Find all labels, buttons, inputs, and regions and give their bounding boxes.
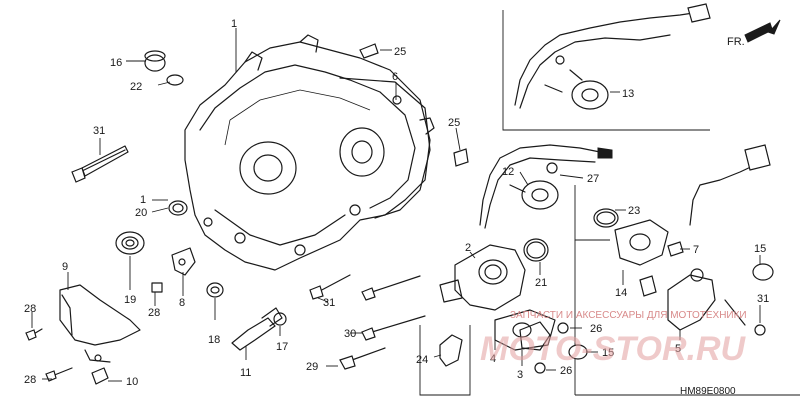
watermark-text: ЗАПЧАСТИ И АКСЕССУАРЫ ДЛЯ МОТОТЕХНИКИ: [510, 310, 747, 321]
front-direction-arrow: FR.: [727, 19, 781, 48]
callout-30: 30: [344, 328, 356, 340]
callout-15-right: 15: [754, 243, 766, 255]
callout-7: 7: [693, 244, 699, 256]
callout-13: 13: [622, 88, 634, 100]
central-parts: [309, 43, 588, 374]
callout-20: 20: [135, 207, 147, 219]
callout-27: 27: [587, 173, 599, 185]
callout-26-lower: 26: [560, 365, 572, 377]
callout-14: 14: [615, 287, 627, 299]
callout-1-left: 1: [140, 194, 146, 206]
callout-29: 29: [306, 361, 318, 373]
watermark: MOTO-STOR.RU ЗАПЧАСТИ И АКСЕССУАРЫ ДЛЯ М…: [480, 310, 747, 368]
right-sensor-parts: [593, 144, 774, 336]
callout-21: 21: [535, 277, 547, 289]
speed-sensor-harness: [479, 144, 613, 229]
neutral-switch-harness: [514, 3, 711, 110]
arrow-icon: [744, 19, 781, 43]
callout-12: 12: [502, 166, 514, 178]
drawing-code: HM89E0800: [680, 386, 736, 397]
inset-frames: [419, 10, 800, 396]
callout-9: 9: [62, 261, 68, 273]
callout-5: 5: [675, 343, 681, 355]
callout-28-mid: 28: [148, 307, 160, 319]
callout-3: 3: [517, 369, 523, 381]
callout-18: 18: [208, 334, 220, 346]
callout-2: 2: [465, 242, 471, 254]
callout-17: 17: [276, 341, 288, 353]
callout-19: 19: [124, 294, 136, 306]
callout-28-bottom: 28: [24, 374, 36, 386]
callout-numbers: 1 25 16 22 6 13 31 25 12 27 1 20 23 2 7 …: [24, 18, 769, 388]
callout-31-right: 31: [757, 293, 769, 305]
callout-6: 6: [392, 71, 398, 83]
callout-25-right: 25: [448, 117, 460, 129]
callout-28-left: 28: [24, 303, 36, 315]
watermark-logo: MOTO-STOR.RU: [480, 330, 747, 368]
callout-31-left: 31: [93, 125, 105, 137]
callout-8: 8: [179, 297, 185, 309]
callout-23: 23: [628, 205, 640, 217]
callout-10: 10: [126, 376, 138, 388]
callout-26-upper: 26: [590, 323, 602, 335]
left-small-parts: [25, 50, 287, 385]
gasket: [339, 77, 431, 219]
fr-label: FR.: [727, 36, 745, 48]
callout-31-center: 31: [323, 297, 335, 309]
callout-15-lower: 15: [602, 347, 614, 359]
callout-25-top: 25: [394, 46, 406, 58]
callout-22: 22: [130, 81, 142, 93]
leader-lines: [31, 28, 761, 382]
callout-16: 16: [110, 57, 122, 69]
rear-crankcase-cover: [184, 34, 435, 271]
callout-4: 4: [490, 353, 496, 365]
callout-1-top: 1: [231, 18, 237, 30]
callout-24: 24: [416, 354, 428, 366]
callout-11: 11: [240, 367, 251, 379]
